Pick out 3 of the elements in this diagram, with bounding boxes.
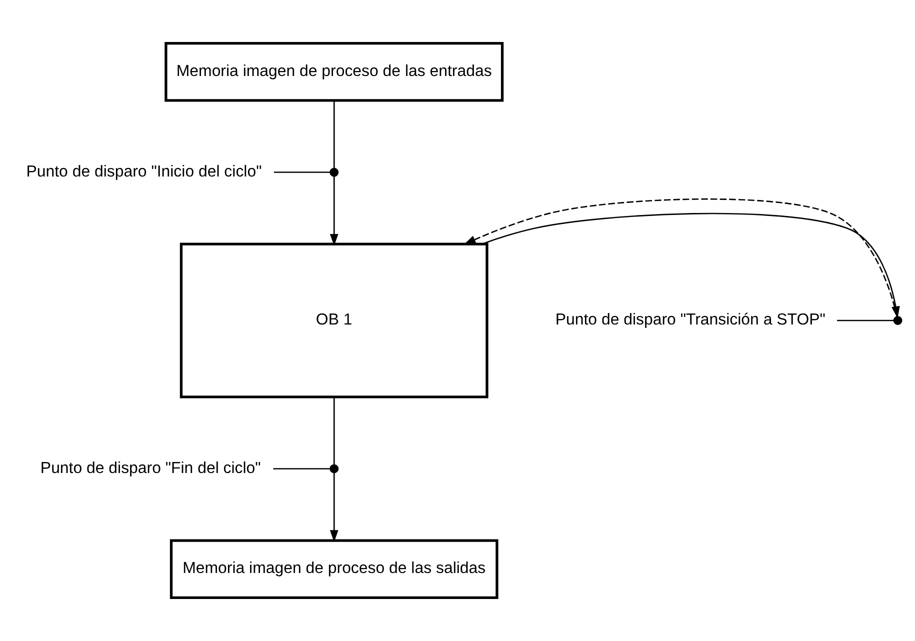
node-text: Punto de disparo "Transición a STOP"	[554, 312, 825, 329]
node-text: Punto de disparo "Fin del ciclo"	[40, 460, 260, 477]
node-text: Punto de disparo "Inicio del ciclo"	[26, 163, 262, 180]
